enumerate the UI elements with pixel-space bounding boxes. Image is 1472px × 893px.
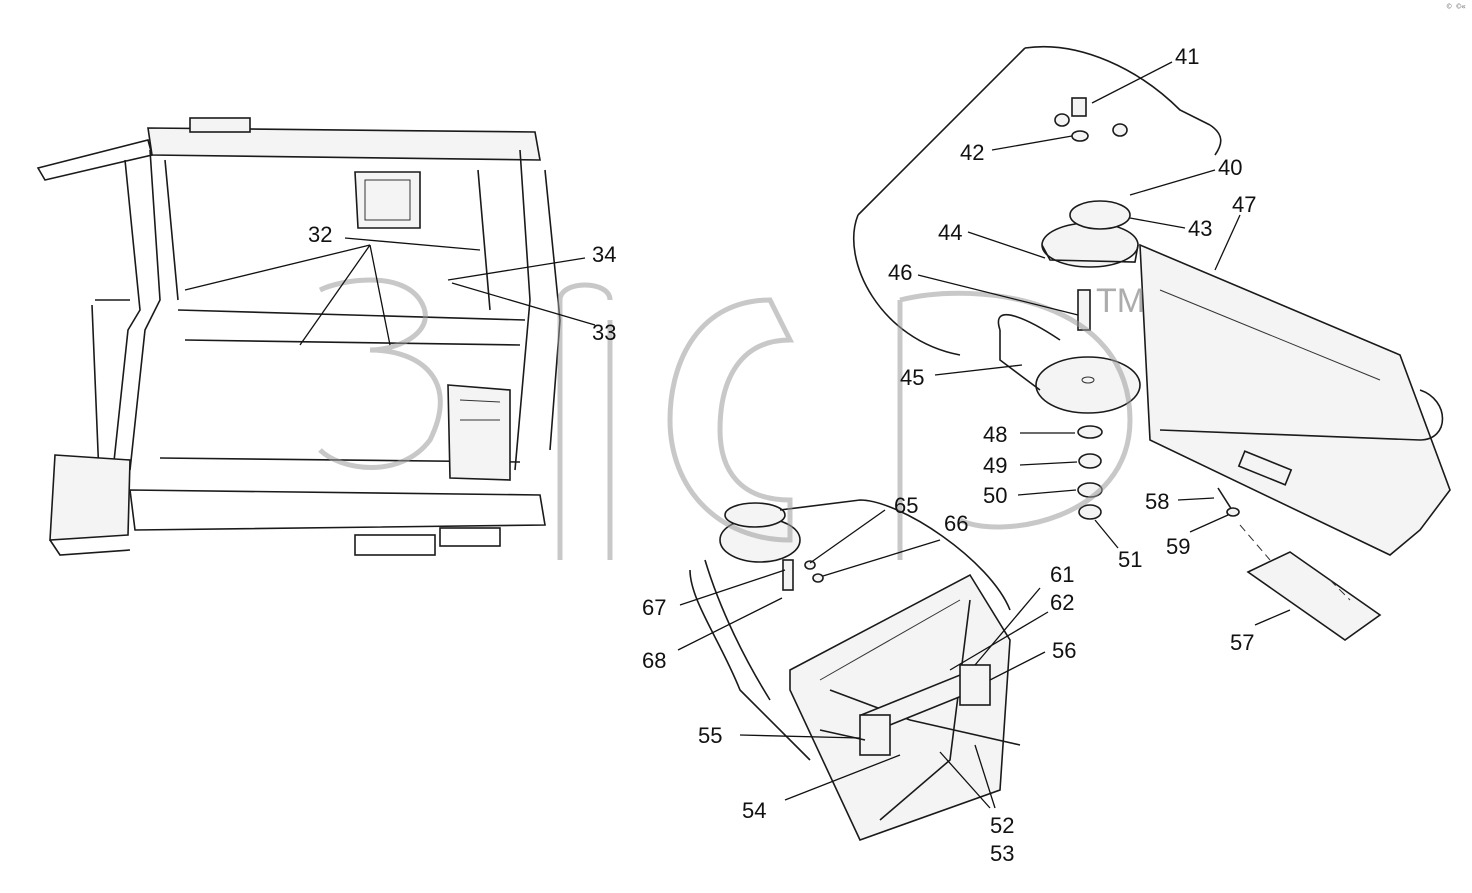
callout-57: 57 (1230, 630, 1254, 655)
corner-mark: © ©« (1446, 2, 1466, 11)
callout-54: 54 (742, 798, 766, 823)
callout-labels: 32 34 33 41 42 40 47 44 43 46 45 48 49 5… (308, 44, 1256, 866)
callout-53: 53 (990, 841, 1014, 866)
callout-44: 44 (938, 220, 962, 245)
callout-32: 32 (308, 222, 332, 247)
callout-52: 52 (990, 813, 1014, 838)
callout-46: 46 (888, 260, 912, 285)
callout-67: 67 (642, 595, 666, 620)
callout-34: 34 (592, 242, 616, 267)
callout-65: 65 (894, 493, 918, 518)
callout-62: 62 (1050, 590, 1074, 615)
callout-48: 48 (983, 422, 1007, 447)
callout-66: 66 (944, 511, 968, 536)
rear-panel-assembly (689, 499, 1021, 841)
callout-56: 56 (1052, 638, 1076, 663)
mount-assembly (853, 46, 1451, 641)
cab-frame (36, 117, 561, 556)
callout-51: 51 (1118, 547, 1142, 572)
callout-45: 45 (900, 365, 924, 390)
watermark: TM (318, 277, 1145, 560)
callout-59: 59 (1166, 534, 1190, 559)
callout-55: 55 (698, 723, 722, 748)
leader-lines (184, 61, 1291, 809)
callout-42: 42 (960, 140, 984, 165)
callout-43: 43 (1188, 216, 1212, 241)
callout-49: 49 (983, 453, 1007, 478)
callout-61: 61 (1050, 562, 1074, 587)
callout-68: 68 (642, 648, 666, 673)
callout-40: 40 (1218, 155, 1242, 180)
callout-58: 58 (1145, 489, 1169, 514)
callout-47: 47 (1232, 192, 1256, 217)
callout-41: 41 (1175, 44, 1199, 69)
callout-50: 50 (983, 483, 1007, 508)
callout-33: 33 (592, 320, 616, 345)
watermark-tm: TM (1096, 282, 1145, 320)
